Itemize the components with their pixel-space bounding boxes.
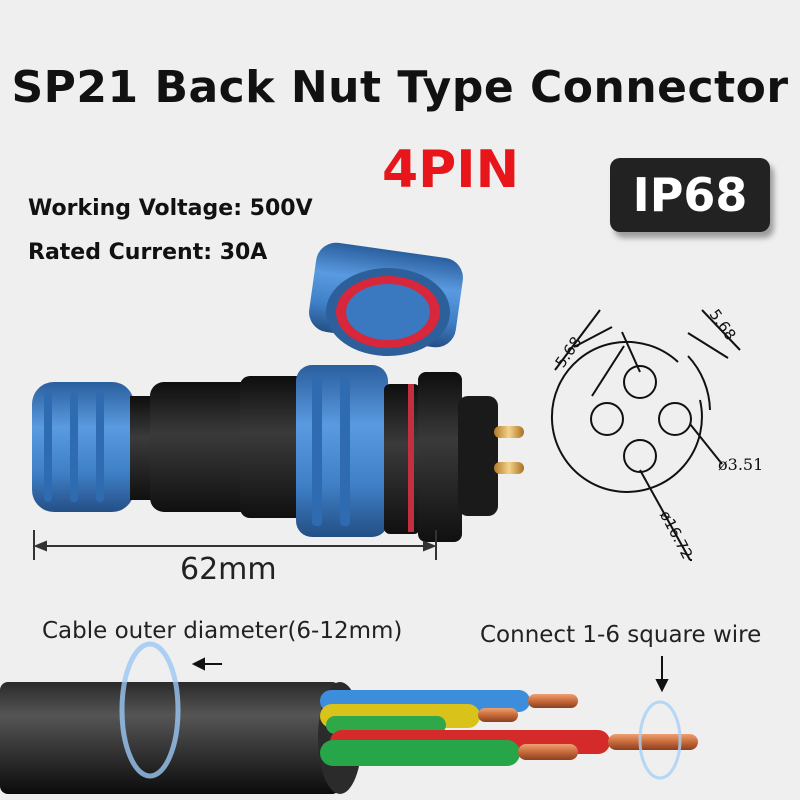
- arrow-icon: [191, 656, 669, 693]
- wire-size-label: Connect 1-6 square wire: [480, 622, 762, 648]
- pin-layout-diagram: [551, 309, 741, 561]
- connector-body: [32, 365, 524, 542]
- pin-diameter-label: ø3.51: [718, 455, 763, 474]
- cable-diameter-label: Cable outer diameter(6-12mm): [42, 618, 403, 644]
- cable-illustration: [0, 641, 698, 794]
- outer-diameter-label: ø16.72: [656, 508, 696, 562]
- working-voltage-spec: Working Voltage: 500V: [28, 196, 313, 221]
- product-title: SP21 Back Nut Type Connector: [11, 62, 789, 113]
- dust-cap: [309, 242, 463, 356]
- ip-rating-badge: IP68: [610, 158, 770, 232]
- length-label: 62mm: [180, 552, 277, 587]
- length-dimension: [33, 530, 437, 560]
- pin-count-label: 4PIN: [382, 140, 520, 200]
- pin-spacing-left-label: 5.68: [551, 333, 585, 371]
- pin-spacing-right-label: 5.68: [706, 306, 740, 344]
- rated-current-spec: Rated Current: 30A: [28, 240, 268, 265]
